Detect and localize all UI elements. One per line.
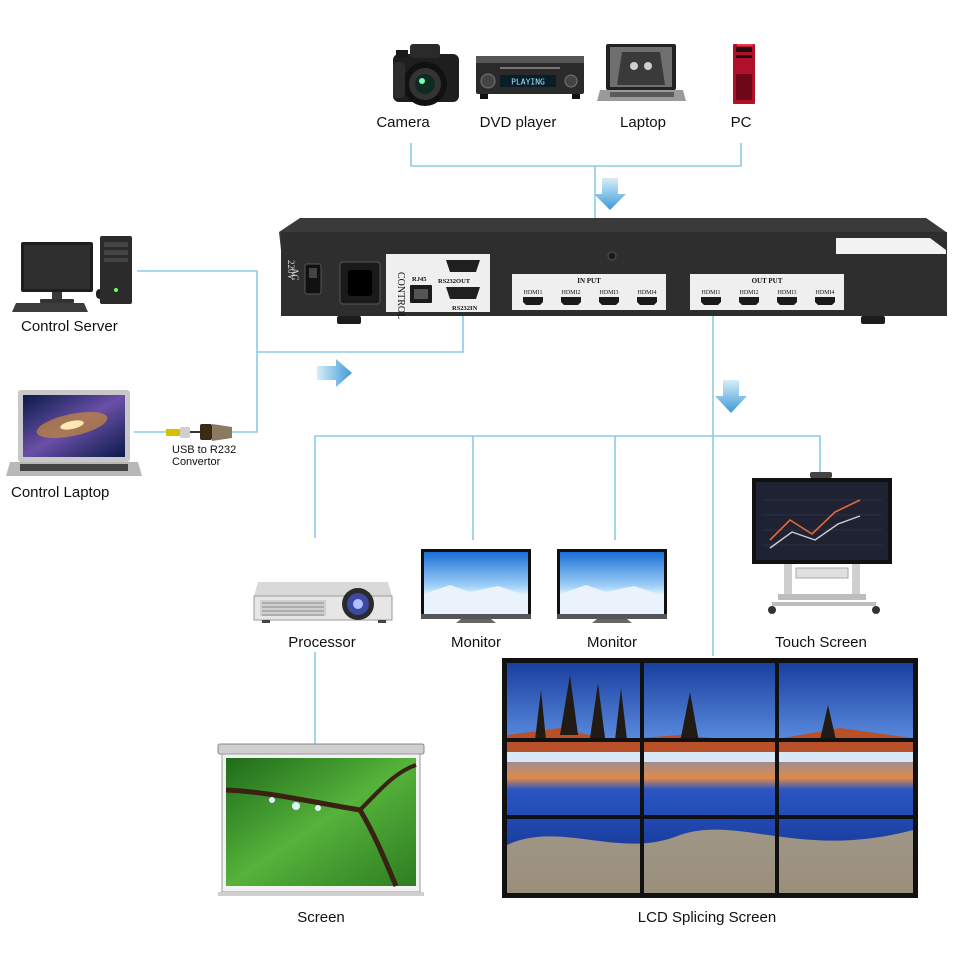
pc-tower-icon xyxy=(733,44,755,104)
screen-label: Screen xyxy=(297,909,345,926)
monitor-label: Monitor xyxy=(586,634,638,651)
laptop-icon xyxy=(597,44,686,101)
rs232-out-port-icon xyxy=(446,260,480,272)
desktop-computer-icon xyxy=(12,236,132,312)
control-server-label: Control Server xyxy=(21,318,118,335)
video-wall-icon xyxy=(502,658,918,898)
laptop-icon xyxy=(6,390,142,476)
hdmi-input-port-icon xyxy=(599,297,619,305)
connection-lines xyxy=(134,143,821,745)
control-server-line xyxy=(137,270,258,433)
control-laptop-label: Control Laptop xyxy=(11,484,110,501)
hdmi-output-label: HDMI4 xyxy=(816,290,835,296)
control-bus-line xyxy=(257,312,464,353)
camera-label: Camera xyxy=(376,114,430,131)
hdmi-output-label: HDMI2 xyxy=(740,290,759,296)
hdmi-input-label: HDMI2 xyxy=(562,290,581,296)
control-label: CONTROL xyxy=(395,272,406,319)
hdmi-output-port-icon xyxy=(777,297,797,305)
monitor-icon xyxy=(557,549,667,623)
convertor-label-line2: Convertor xyxy=(172,456,221,468)
hdmi-output-label: HDMI1 xyxy=(702,290,721,296)
hdmi-output-port-icon xyxy=(739,297,759,305)
camera-icon xyxy=(393,44,459,106)
power-label-voltage: 220V xyxy=(286,260,296,281)
rs232-out-label: RS232OUT xyxy=(438,278,471,285)
hdmi-input-label: HDMI4 xyxy=(638,290,657,296)
projection-screen-icon xyxy=(217,743,425,896)
output-bus-line xyxy=(314,435,821,538)
dvd-player-label: DVD player xyxy=(479,114,557,131)
lcd-splicing-screen-label: LCD Splicing Screen xyxy=(637,909,777,926)
monitor-label: Monitor xyxy=(450,634,502,651)
hdmi-input-port-icon xyxy=(637,297,657,305)
convertor-label: USB to R232 Convertor xyxy=(172,444,236,468)
arrow-down-icon xyxy=(594,178,626,210)
hdmi-output-label: HDMI3 xyxy=(778,290,797,296)
dvd-player-icon: PLAYING xyxy=(476,56,584,99)
arrow-down-icon xyxy=(715,380,747,413)
output-panel-title: OUT PUT xyxy=(752,277,783,285)
rs232-in-port-icon xyxy=(446,287,480,299)
pc-label: PC xyxy=(730,114,752,131)
power-label-ac: AC xyxy=(290,268,300,281)
touch-screen-label: Touch Screen xyxy=(775,634,867,651)
monitor-icon xyxy=(421,549,531,623)
laptop-source-label: Laptop xyxy=(620,114,666,131)
projector-icon xyxy=(253,582,393,623)
arrow-right-icon xyxy=(317,359,352,387)
hdmi-matrix-switcher: AC 220V CONTROL RJ45 RS232OUT RS232IN IN… xyxy=(279,218,947,324)
hdmi-input-label: HDMI1 xyxy=(524,290,543,296)
convertor-label-line1: USB to R232 xyxy=(172,444,237,456)
usb-serial-convertor-icon xyxy=(166,424,232,441)
touch-screen-icon xyxy=(752,472,892,614)
processor-label: Processor xyxy=(288,634,356,651)
hdmi-input-port-icon xyxy=(523,297,543,305)
hdmi-output-port-icon xyxy=(701,297,721,305)
input-panel-title: IN PUT xyxy=(577,277,601,285)
dvd-display-text: PLAYING xyxy=(511,78,545,87)
rs232-in-label: RS232IN xyxy=(452,305,478,312)
hdmi-output-port-icon xyxy=(815,297,835,305)
source-bus-line xyxy=(410,143,742,167)
hdmi-input-label: HDMI3 xyxy=(600,290,619,296)
hdmi-input-port-icon xyxy=(561,297,581,305)
rj45-label: RJ45 xyxy=(412,276,427,283)
